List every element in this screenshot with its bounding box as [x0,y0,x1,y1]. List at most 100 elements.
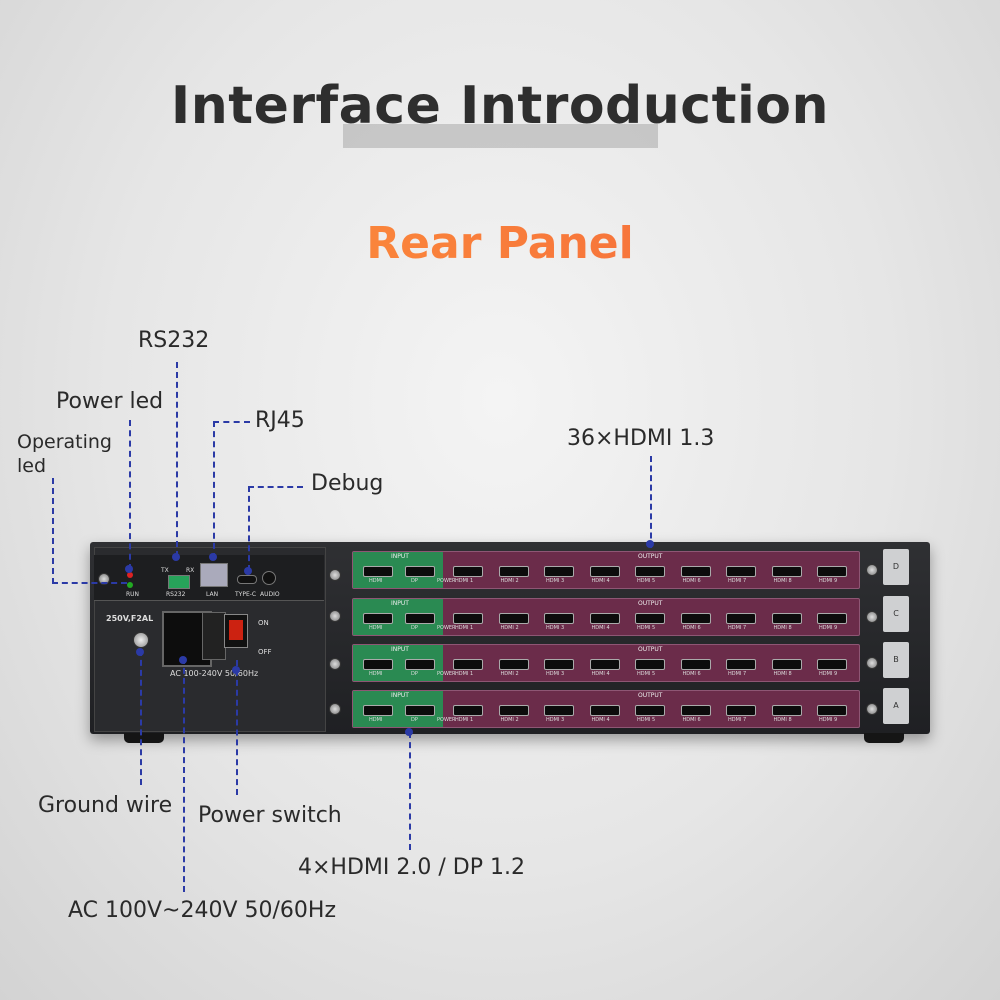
output-port-icon[interactable] [635,566,665,577]
output-port-label: HDMI 8 [773,578,792,584]
output-label: OUTPUT [638,600,663,607]
panel-screw [329,569,341,581]
output-port-label: HDMI 6 [682,625,701,631]
output-port-icon[interactable] [817,659,847,670]
rx-label: RX [186,567,195,574]
output-port-icon[interactable] [817,613,847,624]
output-port-icon[interactable] [544,566,574,577]
output-port-icon[interactable] [453,566,483,577]
power-label: POWER [437,671,456,677]
output-port-icon[interactable] [498,613,529,624]
output-port-icon[interactable] [498,705,529,716]
output-port-label: HDMI 8 [773,625,792,631]
power-led-dot [125,565,133,573]
input-port-icon[interactable] [363,613,393,624]
output-port-label: HDMI 4 [591,625,610,631]
input-port-icon[interactable] [363,566,393,577]
input-label: INPUT [391,692,409,699]
output-port-icon[interactable] [680,705,711,716]
output-port-label: HDMI 7 [728,625,747,631]
output-port-icon[interactable] [635,659,665,670]
output-port-icon[interactable] [453,705,483,716]
output-port-icon[interactable] [771,566,802,577]
input-port-label: HDMI [369,671,383,677]
output-port-label: HDMI 8 [773,671,792,677]
output-port-icon[interactable] [726,566,756,577]
output-label: OUTPUT [638,646,663,653]
input-port-icon[interactable] [405,705,435,716]
output-port-label: HDMI 5 [637,578,656,584]
ground-screw-icon[interactable] [133,632,149,648]
rs232-port-label: RS232 [166,591,186,598]
output-port-icon[interactable] [726,659,756,670]
operating-led-leader [52,478,54,584]
hdmi-in-leader [409,732,411,850]
output-port-label: HDMI 2 [500,717,519,723]
hdmi-in-dot [405,728,413,736]
output-port-icon[interactable] [817,705,847,716]
power-switch-icon[interactable] [224,614,248,648]
output-port-icon[interactable] [589,659,620,670]
debug-leader [248,486,250,571]
output-port-icon[interactable] [726,705,756,716]
output-port-label: HDMI 9 [819,625,838,631]
debug-callout: Debug [311,471,384,496]
hdmi-out-callout: 36×HDMI 1.3 [567,426,715,451]
output-port-icon[interactable] [544,613,574,624]
ground-wire-callout: Ground wire [38,793,173,818]
input-port-label: HDMI [369,578,383,584]
output-port-label: HDMI 6 [682,717,701,723]
hdmi-out-leader [650,456,652,548]
output-port-label: HDMI 6 [682,578,701,584]
input-port-icon[interactable] [363,659,393,670]
output-port-icon[interactable] [589,705,620,716]
power-switch-leader [236,660,238,795]
rj45-port-icon[interactable] [200,563,228,587]
output-port-icon[interactable] [771,659,802,670]
output-port-icon[interactable] [771,705,802,716]
output-port-icon[interactable] [544,659,574,670]
audio-jack-icon[interactable] [262,571,276,585]
output-port-icon[interactable] [498,566,529,577]
rs232-leader [176,362,178,557]
rs232-terminal-icon[interactable] [168,575,190,589]
card-screw [866,657,878,669]
output-port-label: HDMI 7 [728,578,747,584]
output-port-icon[interactable] [680,613,711,624]
input-port-icon[interactable] [405,613,435,624]
output-port-icon[interactable] [680,566,711,577]
output-port-icon[interactable] [589,566,620,577]
output-port-icon[interactable] [544,705,574,716]
output-port-icon[interactable] [817,566,847,577]
output-port-icon[interactable] [589,613,620,624]
output-port-icon[interactable] [726,613,756,624]
output-port-icon[interactable] [635,705,665,716]
input-port-icon[interactable] [405,659,435,670]
typec-port-icon[interactable] [237,575,257,584]
rj45-dot [209,553,217,561]
title-underline [343,124,658,148]
hdmi-in-callout: 4×HDMI 2.0 / DP 1.2 [298,855,525,880]
output-port-label: HDMI 3 [546,578,565,584]
output-port-icon[interactable] [771,613,802,624]
output-port-icon[interactable] [453,659,483,670]
input-port-icon[interactable] [405,566,435,577]
output-port-icon[interactable] [680,659,711,670]
input-label: INPUT [391,646,409,653]
power-label: POWER [437,578,456,584]
output-port-label: HDMI 8 [773,717,792,723]
output-port-icon[interactable] [498,659,529,670]
card-tab-b: B [883,642,909,678]
output-port-label: HDMI 2 [500,578,519,584]
output-port-label: HDMI 6 [682,671,701,677]
output-port-icon[interactable] [453,613,483,624]
input-port-icon[interactable] [363,705,393,716]
output-port-label: HDMI 9 [819,578,838,584]
output-port-icon[interactable] [635,613,665,624]
page-title: Interface Introduction [170,76,830,136]
input-port-label: DP [411,578,418,584]
output-port-label: HDMI 5 [637,625,656,631]
output-port-label: HDMI 1 [455,717,474,723]
